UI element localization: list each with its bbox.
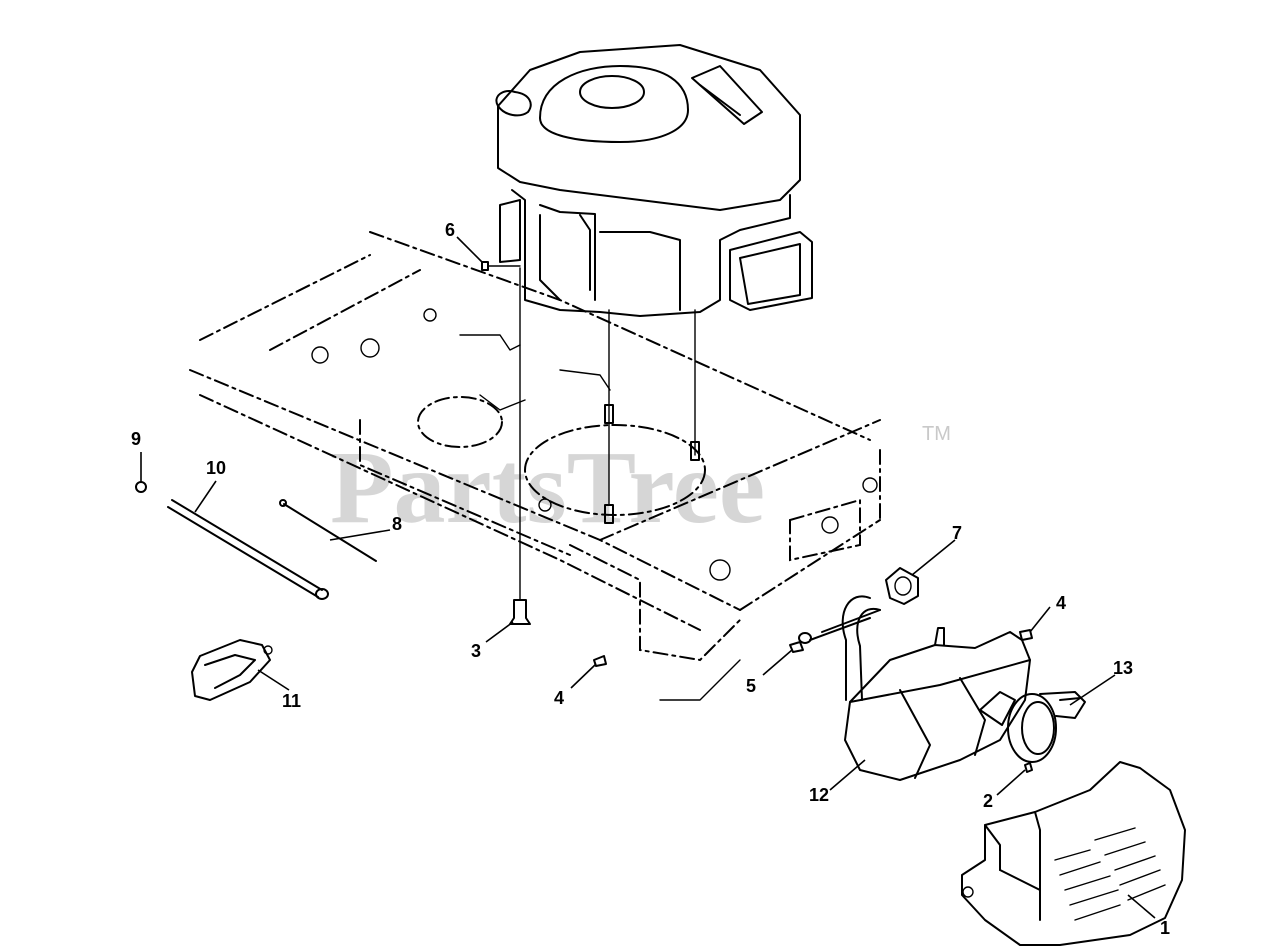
screw-part-9	[135, 481, 147, 493]
callout-label-1: 1	[1160, 918, 1170, 938]
nut-part-4-right	[1019, 629, 1033, 641]
callout-label-11: 11	[282, 691, 301, 711]
muffler-part-12	[798, 595, 1031, 781]
callout-label-3: 3	[471, 641, 481, 661]
frame-chassis	[189, 231, 881, 701]
rod-part-10	[167, 499, 329, 600]
callout-label-10: 10	[206, 458, 226, 478]
leader-lines	[140, 236, 1156, 919]
callout-label-12: 12	[809, 785, 829, 805]
rod-part-8	[279, 499, 377, 562]
callout-labels: 1 2 3 4 4 5 6 7 8 9 10 11 12 13	[131, 220, 1170, 938]
callout-label-6: 6	[445, 220, 455, 240]
gasket-part-7	[885, 567, 919, 605]
spark-arrestor-part-13	[1007, 691, 1086, 763]
callout-label-7: 7	[952, 523, 962, 543]
engine	[495, 44, 813, 317]
muffler-guard-part-1	[961, 761, 1186, 946]
callout-label-8: 8	[392, 514, 402, 534]
watermark-trademark: TM	[922, 423, 951, 445]
callout-label-13: 13	[1113, 658, 1133, 678]
engine-mount-studs	[481, 261, 700, 625]
callout-label-5: 5	[746, 676, 756, 696]
callout-label-4-left: 4	[554, 688, 564, 708]
callout-label-9: 9	[131, 429, 141, 449]
bracket-part-11	[191, 639, 273, 701]
callout-label-2: 2	[983, 791, 993, 811]
screw-part-2	[1024, 762, 1033, 773]
watermark: PartsTree TM	[330, 423, 951, 545]
callout-label-4-right: 4	[1056, 593, 1066, 613]
small-hardware	[593, 629, 1033, 773]
screw-part-5	[789, 641, 804, 653]
